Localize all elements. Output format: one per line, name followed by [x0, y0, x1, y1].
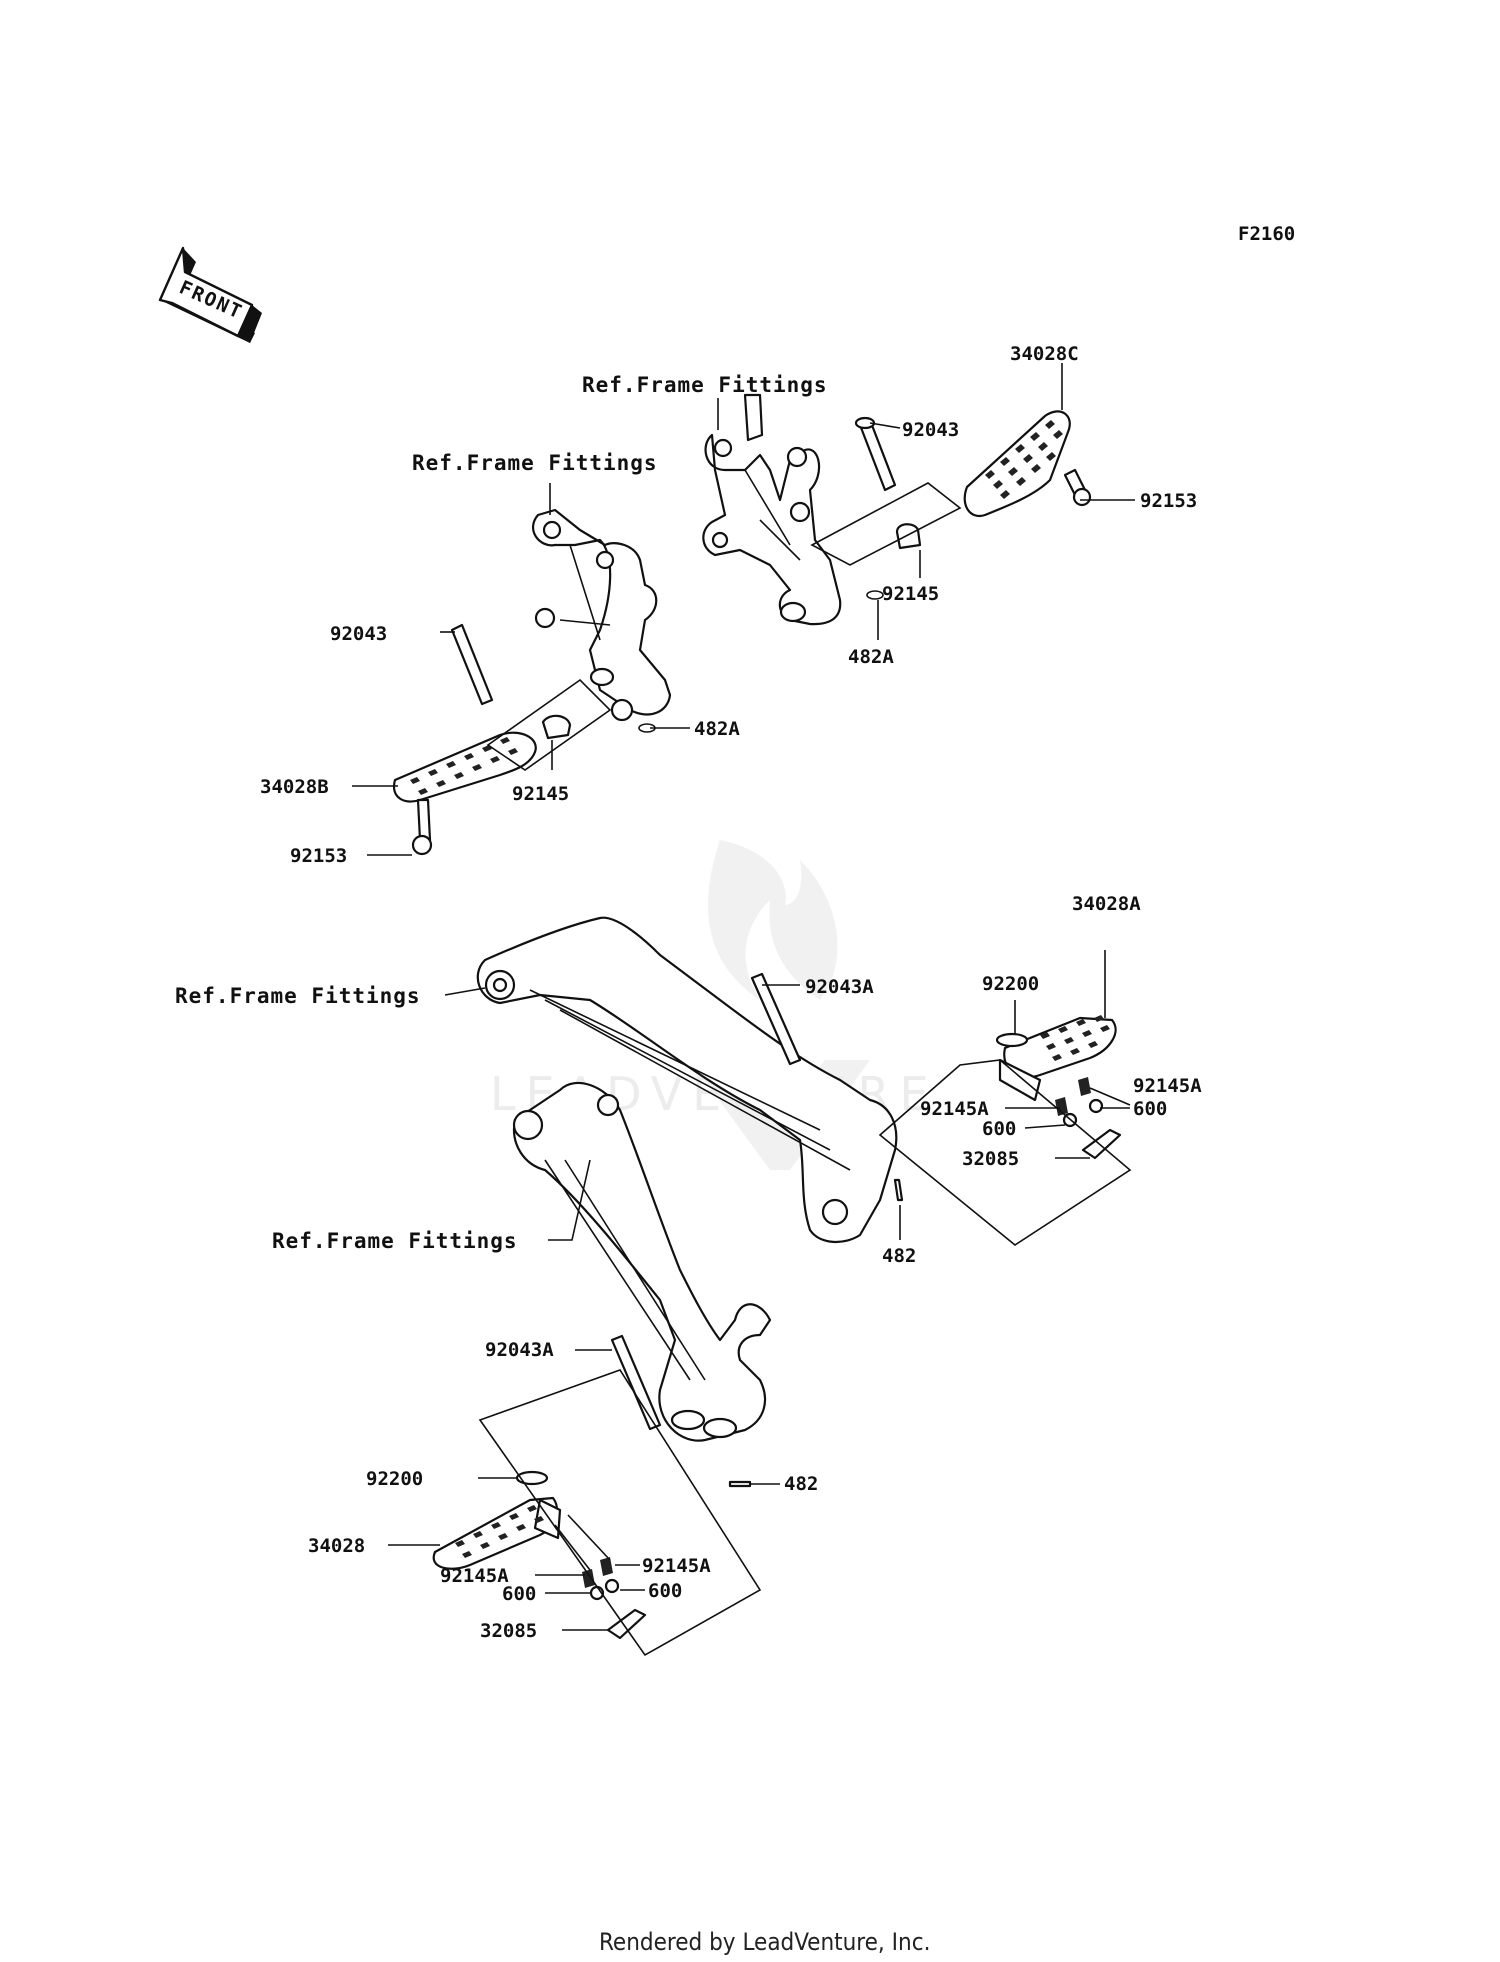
- spring-92145-right: [895, 523, 922, 550]
- footpeg-34028A: [998, 1015, 1117, 1102]
- label-32085-right: 32085: [962, 1148, 1019, 1170]
- lower-bracket: [512, 1081, 772, 1442]
- label-32085-left: 32085: [480, 1620, 537, 1642]
- label-92153-right: 92153: [1140, 490, 1197, 512]
- label-92145A-right-2: 92145A: [920, 1098, 989, 1120]
- ball-600-left-2: [604, 1578, 620, 1594]
- springs-92145A-right: [1055, 1077, 1091, 1116]
- bolt-92153-right: [1063, 468, 1092, 507]
- cotter-482-left: [728, 1480, 752, 1488]
- label-ref-frame-fittings-1: Ref.Frame Fittings: [582, 373, 828, 397]
- upper-right-bracket: [702, 393, 842, 626]
- label-ref-frame-fittings-4: Ref.Frame Fittings: [272, 1229, 518, 1253]
- footpeg-tread: [985, 420, 1063, 499]
- clip-482A-right: [866, 590, 884, 600]
- footpeg-34028C: [963, 410, 1071, 518]
- springs-92145A-left: [582, 1557, 613, 1588]
- diagram-code: F2160: [1238, 223, 1295, 245]
- label-482A-right: 482A: [848, 646, 894, 668]
- label-600-right-2: 600: [1133, 1098, 1167, 1120]
- label-600-left-1: 600: [502, 1583, 536, 1605]
- pin-92043A-left: [610, 1334, 662, 1431]
- label-92043-right: 92043: [902, 419, 959, 441]
- label-482A-left: 482A: [694, 718, 740, 740]
- label-482-left: 482: [784, 1473, 818, 1495]
- middle-large-bracket: [476, 916, 898, 1243]
- label-92145-left: 92145: [512, 783, 569, 805]
- label-ref-frame-fittings-3: Ref.Frame Fittings: [175, 984, 421, 1008]
- footpeg-34028B: [392, 731, 537, 803]
- label-92043-left: 92043: [330, 623, 387, 645]
- upper-left-bracket: [531, 508, 672, 722]
- pin-92043-right: [858, 418, 897, 492]
- label-34028C: 34028C: [1010, 343, 1079, 365]
- plate-32085-left: [606, 1608, 647, 1640]
- leader-lines: [352, 363, 1135, 1631]
- label-92145A-left-2: 92145A: [642, 1555, 711, 1577]
- label-482-right: 482: [882, 1245, 916, 1267]
- spring-92145-left: [541, 714, 572, 740]
- bolt-92153-left: [411, 798, 433, 856]
- label-92145-right: 92145: [882, 583, 939, 605]
- ball-600-right-2: [1088, 1098, 1104, 1114]
- label-92200-left: 92200: [366, 1468, 423, 1490]
- label-92043A-right: 92043A: [805, 976, 874, 998]
- label-92145A-right-1: 92145A: [1133, 1075, 1202, 1097]
- label-92153-left: 92153: [290, 845, 347, 867]
- label-34028: 34028: [308, 1535, 365, 1557]
- front-arrow-icon: FRONT: [158, 246, 262, 343]
- label-92043A-left: 92043A: [485, 1339, 554, 1361]
- footer-credit: Rendered by LeadVenture, Inc.: [599, 1928, 930, 1956]
- label-600-right-1: 600: [982, 1118, 1016, 1140]
- footpeg-34028: [432, 1496, 562, 1570]
- label-34028A: 34028A: [1072, 893, 1141, 915]
- label-92200-right: 92200: [982, 973, 1039, 995]
- pin-92043A-right: [750, 972, 802, 1066]
- label-92145A-left-1: 92145A: [440, 1565, 509, 1587]
- label-ref-frame-fittings-2: Ref.Frame Fittings: [412, 451, 658, 475]
- washer-92200-right: [995, 1032, 1029, 1048]
- footpeg-tread: [1040, 1015, 1110, 1061]
- plate-32085-right: [1081, 1128, 1122, 1160]
- label-600-left-2: 600: [648, 1580, 682, 1602]
- pin-92043-left: [450, 623, 494, 706]
- label-34028B: 34028B: [260, 776, 329, 798]
- cotter-482-right: [893, 1178, 904, 1202]
